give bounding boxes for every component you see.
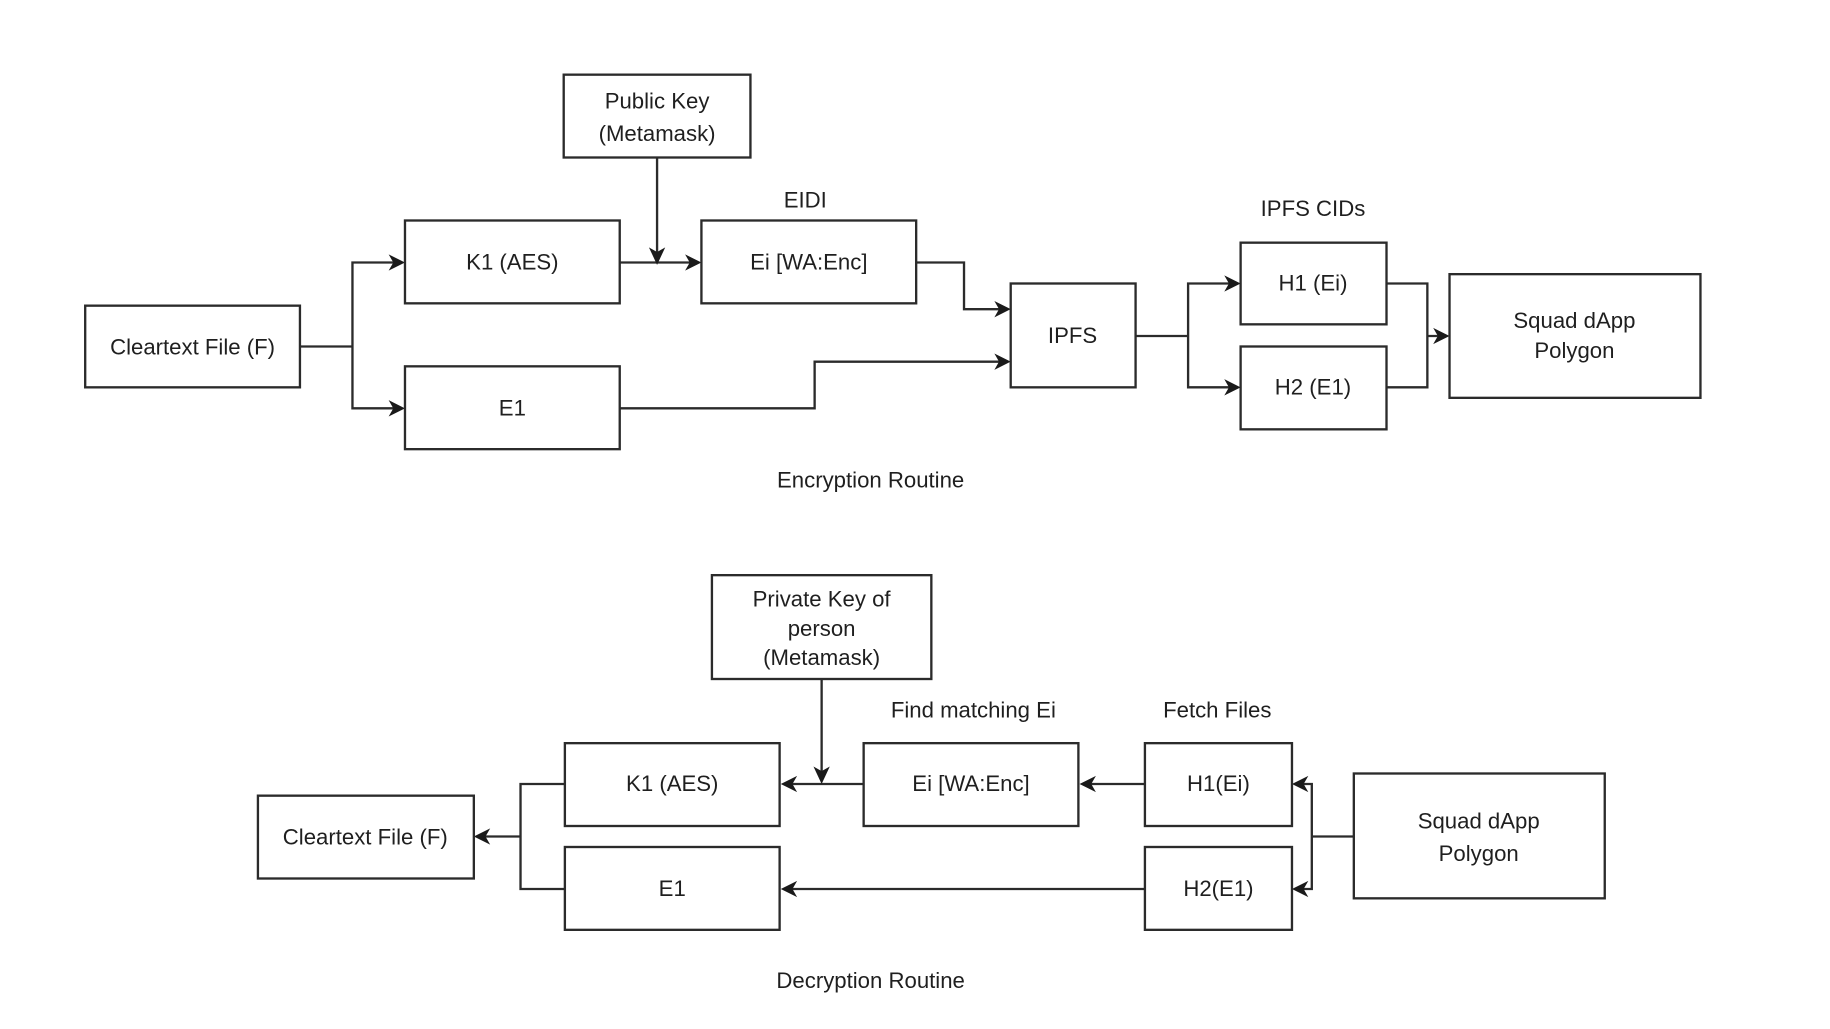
edge-cleartext-split (299, 261, 397, 410)
node-label-line2: person (788, 616, 856, 641)
node-private-key: Private Key of person (Metamask) (710, 574, 933, 681)
arrowhead-to-squad (1433, 327, 1450, 345)
node-ei-wa-enc: Ei [WA:Enc] (700, 219, 918, 305)
node-label: H1(Ei) (1187, 771, 1250, 796)
node-ei-wa-enc: Ei [WA:Enc] (862, 742, 1080, 828)
node-ipfs: IPFS (1009, 282, 1137, 389)
arrowhead-to-k1 (780, 775, 798, 793)
arrowhead-to-h2 (1291, 880, 1309, 898)
edge-h1-h2-to-squad (1386, 282, 1441, 389)
node-k1-aes: K1 (AES) (403, 219, 621, 305)
node-label: Ei [WA:Enc] (912, 771, 1029, 796)
node-label-line2: Polygon (1534, 338, 1614, 363)
caption-decryption-routine: Decryption Routine (776, 968, 964, 993)
arrowhead-to-e1 (780, 880, 798, 898)
label-fetch-files: Fetch Files (1163, 698, 1271, 723)
node-cleartext-file: Cleartext File (F) (84, 304, 302, 389)
arrowhead-publickey (648, 247, 666, 265)
node-squad-dapp: Squad dApp Polygon (1448, 273, 1702, 399)
node-h2: H2 (E1) (1239, 345, 1388, 431)
node-e1: E1 (403, 365, 621, 451)
node-label: E1 (499, 395, 526, 420)
arrowhead-to-k1 (388, 254, 405, 271)
label-find-matching-ei: Find matching Ei (891, 698, 1056, 723)
label-eidi: EIDI (784, 188, 827, 213)
node-h2: H2(E1) (1143, 845, 1294, 932)
node-label: E1 (659, 876, 686, 901)
arrowhead-to-ei (1079, 775, 1096, 793)
arrowhead-to-e1 (388, 400, 405, 417)
node-label: Cleartext File (F) (283, 825, 448, 850)
node-label: H1 (Ei) (1279, 271, 1348, 296)
node-squad-dapp: Squad dApp Polygon (1352, 772, 1606, 900)
node-k1-aes: K1 (AES) (563, 742, 781, 828)
node-label: K1 (AES) (626, 771, 718, 796)
node-label: H2 (E1) (1275, 374, 1351, 399)
node-label: IPFS (1048, 323, 1097, 348)
arrowhead-to-cleartext (473, 828, 491, 845)
node-label-line2: (Metamask) (599, 121, 716, 146)
arrowhead-ei-ipfs (994, 301, 1011, 318)
encryption-routine: Cleartext File (F) Public Key (Metamask)… (84, 73, 1702, 493)
caption-encryption-routine: Encryption Routine (777, 468, 964, 493)
node-h1: H1(Ei) (1143, 742, 1294, 828)
edge-squad-split (1301, 782, 1354, 891)
node-label-line1: Private Key of (753, 587, 892, 612)
edge-ipfs-split (1135, 282, 1233, 389)
node-public-key: Public Key (Metamask) (562, 73, 752, 159)
edge-k1-e1-to-cleartext (483, 782, 565, 891)
node-label-line1: Public Key (605, 89, 711, 114)
arrowhead-to-h1 (1224, 275, 1241, 292)
node-label: K1 (AES) (466, 250, 558, 275)
arrowhead-to-ei (685, 254, 702, 271)
arrowhead-privatekey (813, 766, 830, 784)
node-label-line1: Squad dApp (1418, 808, 1540, 833)
arrowhead-to-h2 (1224, 379, 1241, 396)
node-label-line1: Squad dApp (1513, 308, 1635, 333)
node-label: Cleartext File (F) (110, 335, 275, 360)
edge-e1-to-ipfs (619, 360, 1002, 410)
node-label: H2(E1) (1183, 876, 1253, 901)
node-label-line2: Polygon (1439, 841, 1519, 866)
arrowhead-e1-ipfs (994, 353, 1011, 370)
node-h1: H1 (Ei) (1239, 241, 1388, 326)
node-label-line3: (Metamask) (763, 645, 880, 670)
node-e1: E1 (563, 845, 781, 932)
node-cleartext-file: Cleartext File (F) (256, 794, 476, 880)
decryption-routine: Private Key of person (Metamask) Find ma… (256, 574, 1606, 993)
edge-ei-to-ipfs (916, 261, 1002, 311)
node-label: Ei [WA:Enc] (750, 250, 867, 275)
label-ipfs-cids: IPFS CIDs (1261, 196, 1366, 221)
arrowhead-to-h1 (1291, 775, 1309, 793)
